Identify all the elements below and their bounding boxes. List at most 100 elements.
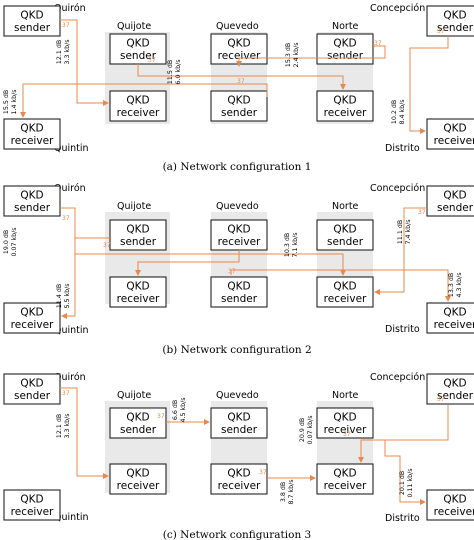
concepcion-sender-label-line1: QKD — [443, 378, 466, 390]
link-a-norte-quevedo — [236, 45, 386, 67]
link-a-quijote-norte — [137, 64, 346, 90]
quijote-receiver-label-line2: receiver — [117, 480, 160, 492]
quevedo-receiver-label-line1: QKD — [227, 224, 250, 236]
norte-sender-label-line1: QKD — [333, 38, 356, 50]
quijote-sender-label-line2: sender — [120, 50, 157, 62]
link-label-b2-loss: 10.3 dB — [284, 233, 291, 257]
link-label-a2-loss: 11.5 dB — [167, 60, 174, 84]
distrito-receiver-label-line1: QKD — [443, 123, 466, 135]
link-a-quevedo-quintin — [20, 83, 268, 118]
link-label-b5-rate: 4.3 kb/s — [456, 272, 463, 297]
link-label-b2-rate: 7.1 kb/s — [292, 232, 299, 257]
quevedo-receiver-label-line1: QKD — [227, 468, 250, 480]
node-name-quiron: Quirón — [54, 3, 86, 14]
concepcion-sender-label-line2: sender — [437, 390, 474, 402]
norte-sender-frame — [316, 219, 374, 251]
quevedo-sender-frame — [210, 90, 268, 122]
norte-receiver-label-line1: QKD — [333, 281, 356, 293]
quijote-sender-label-line1: QKD — [126, 224, 149, 236]
port-label: 37 — [228, 268, 236, 275]
concepcion-sender-label-line2: sender — [437, 22, 474, 34]
port-label: 37 — [157, 413, 165, 420]
quijote-sender-frame — [109, 33, 167, 65]
quiron-sender-label-line1: QKD — [20, 378, 43, 390]
quintin-receiver-frame — [3, 118, 61, 150]
link-a-quiron-quijote — [60, 19, 109, 106]
port-label: 37 — [259, 469, 267, 476]
link-label-c1-loss: 12.1 dB — [56, 414, 63, 438]
norte-receiver-frame — [316, 276, 374, 308]
quijote-sender-frame — [109, 407, 167, 439]
distrito-receiver-frame — [426, 302, 474, 334]
link-label-a3-rate: 2.4 kb/s — [293, 42, 300, 67]
port-label: 37 — [437, 396, 445, 403]
node-name-quevedo: Quevedo — [216, 201, 259, 212]
port-label: 37 — [148, 57, 156, 64]
node-name-quintin: Quintin — [54, 512, 89, 523]
port-label: 37 — [418, 209, 426, 216]
link-b-quevedo-distrito — [230, 269, 451, 302]
link-label-a2-rate: 6.0 kb/s — [175, 59, 182, 84]
node-name-norte: Norte — [332, 201, 359, 212]
link-label-c2-rate: 4.5 kb/s — [180, 397, 187, 422]
link-label-a5-loss: 10.2 dB — [391, 100, 398, 124]
quiron-sender-label-line2: sender — [14, 390, 51, 402]
link-label-b1-loss: 19.0 dB — [3, 230, 10, 254]
quijote-sender-label-line2: sender — [120, 424, 157, 436]
node-name-quiron: Quirón — [54, 183, 86, 194]
quevedo-receiver-label-line2: receiver — [218, 236, 261, 248]
quevedo-sender-frame — [210, 276, 268, 308]
norte-sender-label-line1: QKD — [333, 224, 356, 236]
quintin-receiver-label-line1: QKD — [20, 494, 43, 506]
link-label-c2-loss: 6.6 dB — [172, 400, 179, 420]
distrito-receiver-frame — [426, 118, 474, 150]
link-c-quiron-quijote — [60, 387, 109, 479]
quijote-receiver-frame — [109, 90, 167, 122]
link-a-concepcion-distrito — [409, 36, 449, 134]
quevedo-receiver-label-line1: QKD — [227, 38, 250, 50]
norte-receiver-label-line1: QKD — [333, 95, 356, 107]
quevedo-receiver-frame — [210, 463, 268, 495]
distrito-receiver-label-line2: receiver — [434, 135, 474, 147]
link-b-quijote-quintin — [61, 237, 110, 319]
node-name-distrito: Distrito — [385, 143, 420, 154]
distrito-receiver-frame — [426, 489, 474, 521]
norte-sender-label-line2: sender — [327, 236, 364, 248]
link-label-a5-rate: 8.4 kb/s — [399, 99, 406, 124]
quiron-sender-label-line2: sender — [14, 202, 51, 214]
port-label: 37 — [103, 242, 111, 249]
link-label-c5-loss: 20.1 dB — [399, 471, 406, 495]
link-label-c1-rate: 3.3 kb/s — [64, 413, 71, 438]
link-label-a4-loss: 15.5 dB — [3, 90, 10, 114]
node-name-concepcion: Concepción — [370, 3, 425, 14]
norte-receiver-frame — [316, 407, 374, 439]
link-label-b4-loss: 11.4 dB — [56, 284, 63, 308]
distrito-receiver-label-line1: QKD — [443, 494, 466, 506]
link-label-b3-loss: 11.1 dB — [397, 220, 404, 244]
quevedo-sender-label-line2: sender — [221, 293, 258, 305]
quijote-receiver-frame — [109, 463, 167, 495]
quiron-sender-frame — [3, 5, 61, 37]
quintin-receiver-label-line2: receiver — [11, 506, 54, 518]
